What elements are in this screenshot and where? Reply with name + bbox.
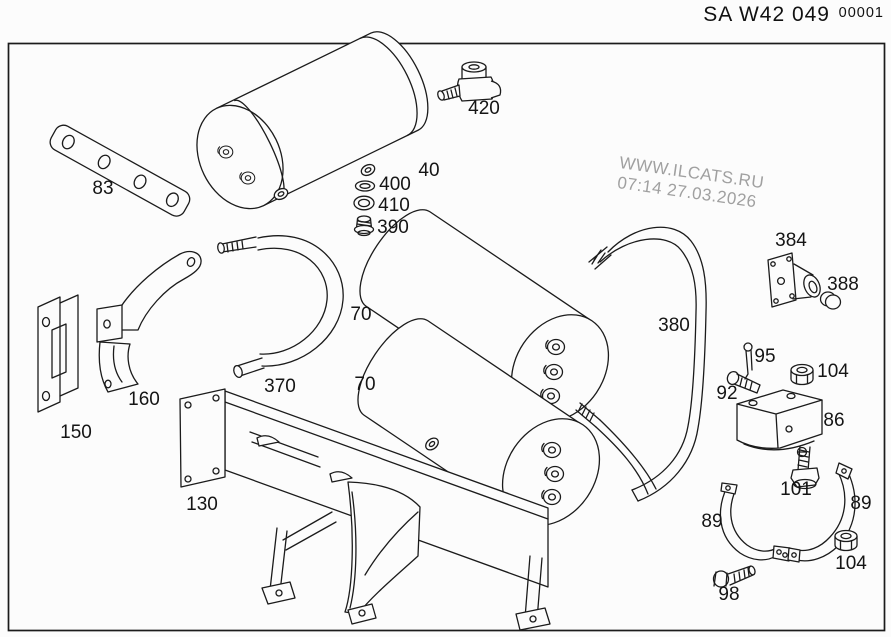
part-160-clamp-bracket xyxy=(96,250,202,393)
part-label-420: 420 xyxy=(468,98,500,119)
part-label-104-upper: 104 xyxy=(817,361,849,382)
part-95-cotter-pin xyxy=(743,342,753,380)
part-label-384: 384 xyxy=(775,230,807,251)
part-label-410: 410 xyxy=(378,195,410,216)
part-130-mounting-bracket xyxy=(179,388,551,631)
part-104-nut xyxy=(790,363,814,386)
watermark: WWW.ILCATS.RU 07:14 27.03.2026 xyxy=(616,153,765,211)
part-370-tank-strap xyxy=(217,235,344,378)
sheet-number: 00001 xyxy=(839,5,884,21)
part-label-400: 400 xyxy=(379,174,411,195)
part-384-valve xyxy=(767,252,821,308)
part-label-388: 388 xyxy=(827,274,859,295)
part-label-98: 98 xyxy=(718,584,739,605)
part-label-70-lower: 70 xyxy=(354,374,375,395)
part-89-strap-left xyxy=(719,482,791,562)
part-label-89-right: 89 xyxy=(850,493,871,514)
sheet-code: SA W42 049 xyxy=(703,3,830,26)
part-92-bolt xyxy=(726,370,761,394)
part-label-160: 160 xyxy=(128,389,160,410)
part-label-390: 390 xyxy=(377,217,409,238)
part-101-bolt xyxy=(790,445,820,490)
part-label-89-left: 89 xyxy=(701,511,722,532)
part-388-cap xyxy=(819,291,842,310)
part-86-bracket-block xyxy=(736,389,823,458)
part-400-seal-ring xyxy=(354,180,376,192)
part-380-tank-strap xyxy=(588,226,707,502)
part-40-air-tank xyxy=(196,31,429,210)
part-label-130: 130 xyxy=(186,494,218,515)
drawing-border xyxy=(7,42,886,632)
part-label-150: 150 xyxy=(60,422,92,443)
part-104-nut-lower xyxy=(834,529,858,552)
part-label-92: 92 xyxy=(716,383,737,404)
part-150-bracket xyxy=(37,294,79,413)
part-380-strap-threaded-end xyxy=(575,402,657,495)
part-label-95: 95 xyxy=(754,346,775,367)
part-410-ring xyxy=(353,195,375,211)
part-label-380: 380 xyxy=(658,315,690,336)
part-label-86: 86 xyxy=(823,410,844,431)
part-label-370: 370 xyxy=(264,376,296,397)
part-label-104-lower: 104 xyxy=(835,553,867,574)
part-labels: 83 40 400 410 390 420 70 70 370 380 384 … xyxy=(60,98,871,605)
part-420-valve-fitting xyxy=(437,61,502,102)
part-label-70-upper: 70 xyxy=(350,304,371,325)
part-label-40: 40 xyxy=(418,160,439,181)
part-390-drain-valve xyxy=(353,215,375,237)
part-label-83: 83 xyxy=(92,178,113,199)
part-label-101: 101 xyxy=(780,479,812,500)
part-83-mounting-strip xyxy=(49,124,191,217)
part-98-bolt xyxy=(712,565,756,588)
tank-40-bottom-port xyxy=(358,161,378,179)
